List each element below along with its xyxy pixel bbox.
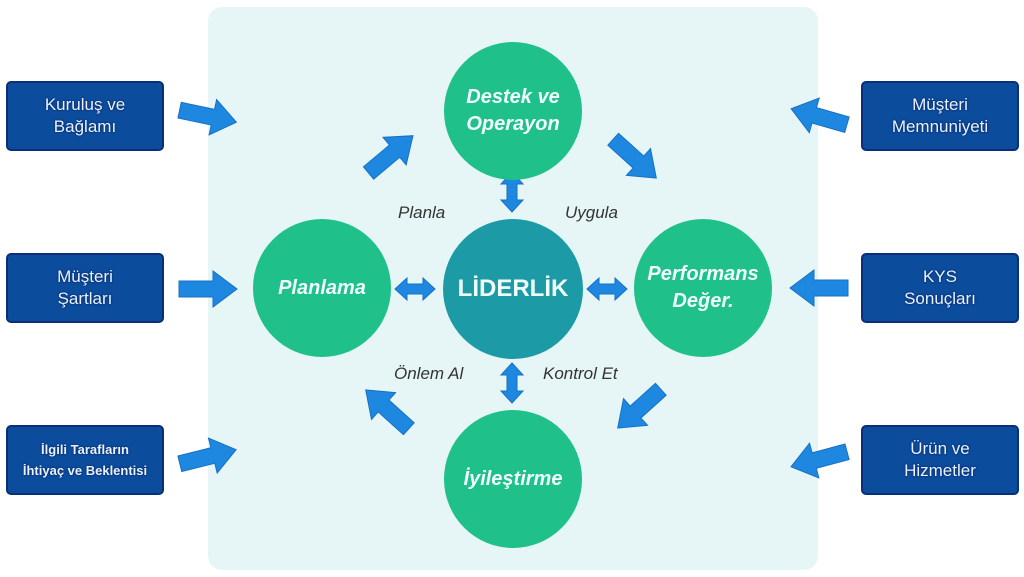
node-performans: Performans Değer. <box>634 219 772 357</box>
double-arrow-right <box>586 277 628 301</box>
double-arrow-bottom <box>500 362 524 404</box>
input-box-musteri-sartlari: Müşteri Şartları <box>6 253 164 323</box>
node-destek-operasyon: Destek ve Operayon <box>444 42 582 180</box>
arrow-input-right-1 <box>785 90 853 143</box>
arrow-input-left-2 <box>178 270 238 308</box>
node-iyilestirme: İyileştirme <box>444 410 582 548</box>
label-kontrol-et: Kontrol Et <box>543 364 618 383</box>
arrow-input-right-3 <box>785 433 853 485</box>
output-box-urun-hizmetler: Ürün ve Hizmetler <box>861 425 1019 495</box>
label-planla: Planla <box>398 203 446 222</box>
label-uygula: Uygula <box>565 203 618 222</box>
arrow-cycle-performance-to-improvement <box>605 375 674 442</box>
arrow-input-right-2 <box>789 269 849 307</box>
node-planlama: Planlama <box>253 219 391 357</box>
arrow-cycle-support-to-performance <box>600 125 669 192</box>
arrow-input-left-3 <box>174 431 241 482</box>
node-liderlik: LİDERLİK <box>443 219 583 359</box>
arrow-cycle-improvement-to-plan <box>353 376 422 443</box>
arrow-cycle-plan-to-support <box>356 121 426 188</box>
output-box-kys-sonuclari: KYS Sonuçları <box>861 253 1019 323</box>
input-box-kurulus: Kuruluş ve Bağlamı <box>6 81 164 151</box>
label-onlem-al: Önlem Al <box>394 364 464 383</box>
double-arrow-left <box>394 277 436 301</box>
arrow-input-left-1 <box>175 92 241 141</box>
input-box-ilgili-taraflar: İlgili Tarafların İhtiyaç ve Beklentisi <box>6 425 164 495</box>
output-box-musteri-memnuniyeti: Müşteri Memnuniyeti <box>861 81 1019 151</box>
